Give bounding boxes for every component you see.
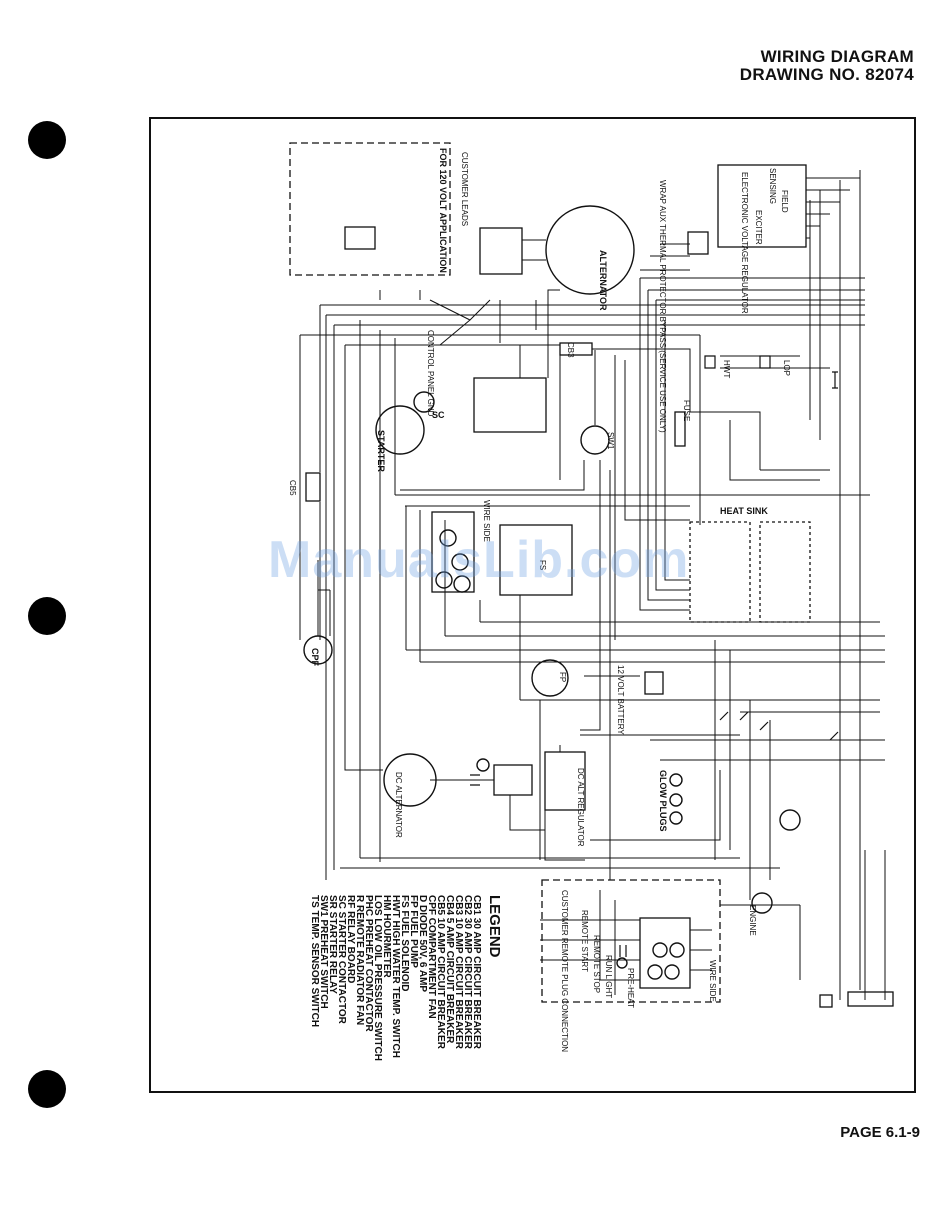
legend-item: CB2 30 AMP CIRCUIT BREAKER <box>462 895 473 1050</box>
thermal-note-label: WRAP AUX THERMAL PROTECTOR BYPASS (SERVI… <box>658 180 667 433</box>
watermark: ManualsLib.com <box>268 531 690 589</box>
legend-item: CB3 10 AMP CIRCUIT BREAKER <box>453 895 464 1050</box>
dc-regulator-label: DC ALT REGULATOR <box>576 768 585 847</box>
legend-item: D DIODE 50V, 6 AMP <box>417 895 428 992</box>
legend-item: PHC PREHEAT CONTACTOR <box>363 895 374 1032</box>
starter-symbol <box>375 405 425 455</box>
lop-label: LOP <box>782 360 791 376</box>
drawing-number: DRAWING NO. 82074 <box>739 65 914 84</box>
legend-item: FS FUEL SOLENOID <box>399 895 410 992</box>
page-number: PAGE 6.1-9 <box>840 1124 920 1141</box>
legend-item: LOS LOW OIL PRESSURE SWITCH <box>372 895 383 1061</box>
glow-plugs-label: GLOW PLUGS <box>658 770 668 832</box>
legend-item: FP FUEL PUMP <box>408 895 419 968</box>
wire-side-label-2: WIRE SIDE <box>708 960 717 1002</box>
field-label: FIELD <box>780 190 789 213</box>
legend-item: CB5 10 AMP CIRCUIT BREAKER <box>435 895 446 1050</box>
sensing-label: SENSING <box>768 168 777 204</box>
evr-label: ELECTRONIC VOLTAGE REGULATOR <box>740 172 749 314</box>
app-120v-label: FOR 120 VOLT APPLICATION <box>438 148 448 273</box>
control-panel-gnd-label: CONTROL PANEL GND <box>426 330 435 417</box>
remote-stop-label: REMOTE STOP <box>592 935 601 993</box>
legend-item: CPF COMPARTMENT FAN <box>426 895 437 1019</box>
legend-title: LEGEND <box>486 895 503 958</box>
sw1-label: SW1 <box>606 432 615 450</box>
diagram-frame <box>149 117 916 1093</box>
preheat-label: PRE-HEAT <box>626 968 635 1008</box>
cpf-label: CPF <box>310 648 320 667</box>
alternator-symbol <box>545 205 635 295</box>
legend-item: HM HOURMETER <box>381 895 392 979</box>
binder-hole-top <box>28 121 66 159</box>
legend-item: TS TEMP. SENSOR SWITCH <box>309 895 320 1027</box>
sc-label: SC <box>432 410 445 420</box>
legend-item: R REMOTE RADIATOR FAN <box>354 895 365 1025</box>
fp-label: FP <box>558 672 567 682</box>
legend-item: RF RELAY BOARD <box>345 895 356 983</box>
starter-label: STARTER <box>376 430 386 472</box>
cb3-label: CB3 <box>566 342 575 358</box>
run-light-label: RUN LIGHT <box>604 955 613 998</box>
legend-item: CB4 5 AMP CIRCUIT BREAKER <box>444 895 455 1044</box>
dc-alternator-label: DC ALTERNATOR <box>394 772 403 838</box>
exciter-label: EXCITER <box>754 210 763 245</box>
binder-hole-middle <box>28 597 66 635</box>
legend-item: SC STARTER CONTACTOR <box>336 895 347 1025</box>
battery-label: 12 VOLT BATTERY <box>616 665 625 735</box>
fuse-label: FUSE <box>682 400 691 421</box>
wire-side-label-1: WIRE SIDE <box>482 500 491 542</box>
alternator-label: ALTERNATOR <box>598 250 608 311</box>
legend-item: CB1 30 AMP CIRCUIT BREAKER <box>471 895 482 1050</box>
engine-label: ENGINE <box>748 905 757 936</box>
heat-sink-label: HEAT SINK <box>720 506 768 516</box>
customer-remote-label: CUSTOMER REMOTE PLUG CONNECTION <box>560 890 569 1052</box>
customer-leads-label: CUSTOMER LEADS <box>460 152 469 226</box>
cb5-label: CB5 <box>288 480 297 496</box>
diagram-title: WIRING DIAGRAM <box>760 47 914 66</box>
binder-hole-bottom <box>28 1070 66 1108</box>
remote-start-label: REMOTE START <box>580 910 589 972</box>
legend: LEGEND CB1 30 AMP CIRCUIT BREAKER CB2 30… <box>309 895 503 1061</box>
hwt-label: HWT <box>722 360 731 378</box>
fs-label: FS <box>538 560 547 570</box>
legend-item: SW1 PREHEAT SWITCH <box>318 895 329 1009</box>
legend-item: HWT HIGH WATER TEMP. SWITCH <box>390 895 401 1058</box>
legend-item: SR STARTER RELAY <box>327 895 338 994</box>
